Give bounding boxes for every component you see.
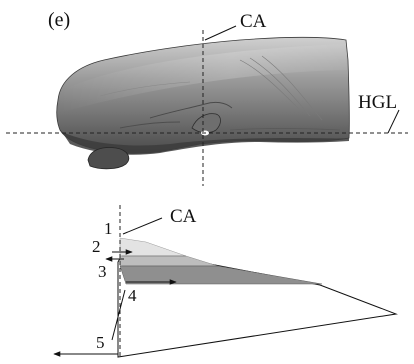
ca-leader-bottom (123, 218, 162, 234)
ca-label-top: CA (240, 11, 267, 32)
number-1: 1 (104, 219, 113, 238)
layer-schematic (118, 238, 396, 357)
number-2: 2 (92, 237, 101, 256)
layer-2 (120, 256, 218, 266)
layer-3 (120, 266, 322, 284)
number-3: 3 (98, 262, 107, 281)
number-5: 5 (96, 333, 105, 352)
number-4: 4 (128, 286, 137, 305)
ca-leader-top (205, 26, 236, 40)
ca-label-bottom: CA (170, 206, 197, 227)
hgl-leader (388, 110, 399, 133)
panel-label: (e) (48, 9, 70, 31)
layer-1 (120, 238, 186, 256)
hgl-label: HGL (358, 92, 397, 113)
